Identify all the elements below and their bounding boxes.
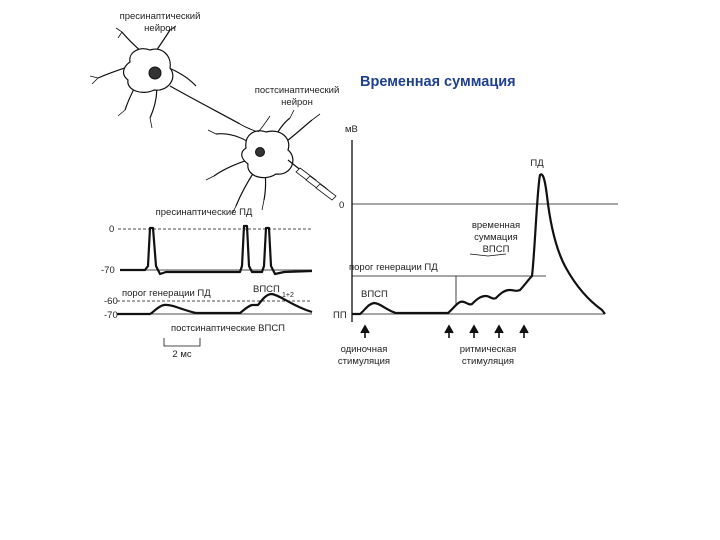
rhythmic-stim-label-line-1: ритмическая xyxy=(460,344,517,355)
left-y-0: 0 xyxy=(109,224,114,235)
presynaptic-label-line-2: нейрон xyxy=(144,23,176,34)
presynaptic-neuron xyxy=(90,26,258,132)
summation-label-line-3: ВПСП xyxy=(483,244,510,255)
postsynaptic-neuron xyxy=(206,110,336,214)
single-stim-label-line-2: стимуляция xyxy=(338,356,390,367)
right-zero-label: 0 xyxy=(339,200,344,211)
rhythmic-stim-label-line-2: стимуляция xyxy=(462,356,514,367)
left-threshold-label: порог генерации ПД xyxy=(122,288,211,299)
mv-unit-label: мВ xyxy=(345,124,358,135)
right-epsp-label: ВПСП xyxy=(361,289,388,300)
left-y-minus-60: -60 xyxy=(104,296,118,307)
left-y-minus-70-b: -70 xyxy=(104,310,118,321)
summation-label-line-1: временная xyxy=(472,220,520,231)
presynaptic-ap-trace xyxy=(120,226,312,274)
diagram-title: Временная суммация xyxy=(360,74,516,90)
single-stim-label-line-1: одиночная xyxy=(341,344,388,355)
rhythmic-stimulus-arrow-2 xyxy=(470,326,478,338)
left-y-minus-70: -70 xyxy=(101,265,115,276)
postsynaptic-label-line-1: постсинаптический xyxy=(255,85,340,96)
stimulus-arrows xyxy=(361,326,528,338)
summation-label-line-2: суммация xyxy=(474,232,518,243)
ap-label: ПД xyxy=(530,158,544,169)
epsp-sum-subscript: 1+2 xyxy=(282,292,294,299)
resting-potential-label: ПП xyxy=(333,310,347,321)
time-scale-label: 2 мс xyxy=(172,349,191,360)
left-top-label: пресинаптические ПД xyxy=(156,207,253,218)
rhythmic-stimulus-arrow-4 xyxy=(520,326,528,338)
left-panel: пресинаптические ПД 0 -70 порог генераци… xyxy=(101,207,312,360)
right-threshold-label: порог генерации ПД xyxy=(349,262,438,273)
membrane-potential-trace xyxy=(352,174,605,314)
left-bottom-label: постсинаптические ВПСП xyxy=(171,323,285,334)
epsp-sum-label: ВПСП xyxy=(253,284,280,295)
rhythmic-stimulus-arrow-1 xyxy=(445,326,453,338)
single-stimulus-arrow xyxy=(361,326,369,338)
presynaptic-label-line-1: пресинаптический xyxy=(120,11,201,22)
right-panel: мВ 0 ПД временная суммация ВПСП порог ге… xyxy=(333,124,618,367)
postsynaptic-label-line-2: нейрон xyxy=(281,97,313,108)
neuron-illustration xyxy=(90,26,336,214)
rhythmic-stimulus-arrow-3 xyxy=(495,326,503,338)
time-scale-bar xyxy=(164,338,200,346)
